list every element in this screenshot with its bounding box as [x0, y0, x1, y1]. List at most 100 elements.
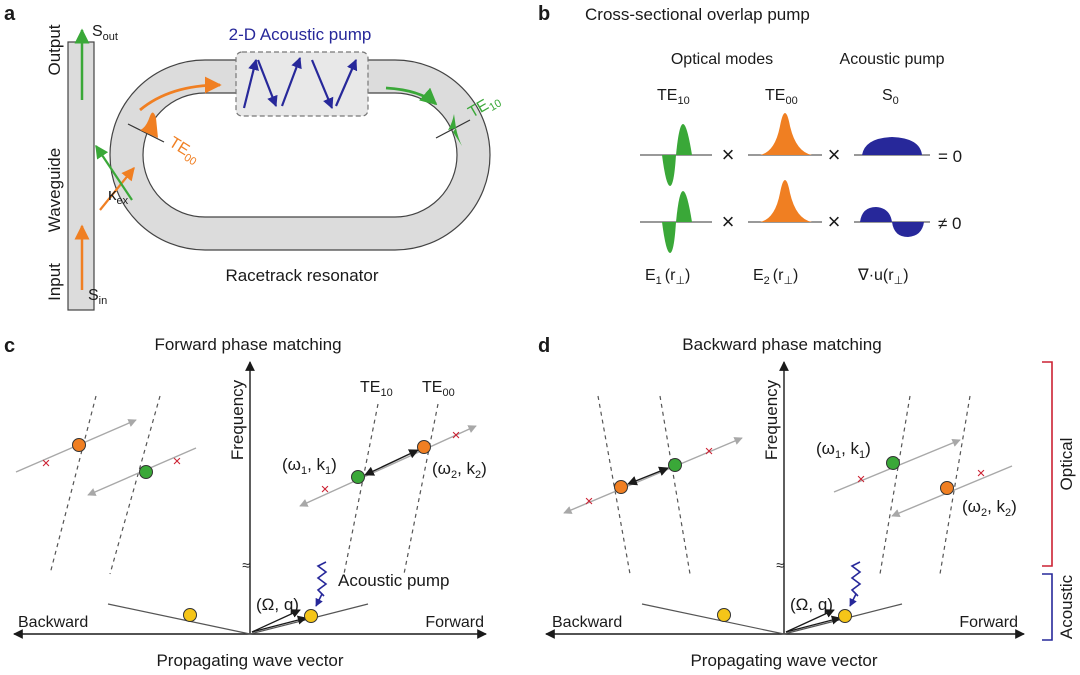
- panel-d-label: d: [538, 335, 550, 357]
- te10-dispersion-label: TE10: [360, 379, 393, 399]
- overlap-row-1: × × = 0: [640, 113, 962, 186]
- racetrack-resonator: [109, 59, 491, 251]
- orange-mode-point: [940, 481, 954, 495]
- acoustic-zigzag-arrows: [242, 56, 358, 110]
- green-mode-point: [139, 465, 153, 479]
- omega-q-label: (Ω, q): [256, 595, 299, 614]
- cross-mark: ×: [857, 471, 866, 488]
- acoustic-pump-header: Acoustic pump: [840, 51, 945, 68]
- panel-a-label: a: [4, 3, 16, 25]
- green-mode-point: [886, 456, 900, 470]
- wavevector-arrow: [251, 615, 307, 633]
- pump-squiggle-arrow: [849, 593, 857, 607]
- col-s0-label: S0: [882, 87, 899, 107]
- times-sign: ×: [722, 209, 735, 234]
- neq-zero: ≠ 0: [938, 214, 962, 233]
- eq-zero: = 0: [938, 147, 962, 166]
- forward-label: Forward: [959, 614, 1018, 631]
- times-sign: ×: [828, 209, 841, 234]
- panel-c: c Forward phase matching ≈ Frequency Bac…: [4, 335, 487, 670]
- backward-label: Backward: [552, 614, 622, 631]
- acoustic-point-left: [183, 608, 197, 622]
- cross-mark: ×: [42, 455, 51, 472]
- te10-pulse: [435, 114, 471, 146]
- optical-modes-header: Optical modes: [671, 51, 773, 68]
- panel-c-title: Forward phase matching: [154, 335, 341, 354]
- s-out-label: Sout: [92, 23, 118, 43]
- acoustic-bracket: [1042, 573, 1053, 641]
- te00-profile-1: [760, 113, 812, 155]
- pump-squiggle: [850, 561, 862, 597]
- acoustic-pump-label: Acoustic pump: [338, 571, 450, 590]
- forward-label: Forward: [425, 614, 484, 631]
- acoustic-point-left: [717, 608, 731, 622]
- circulating-arrow-orange: [139, 76, 222, 112]
- w2k2-label: (ω2, k2): [962, 497, 1017, 519]
- cross-mark: ×: [977, 465, 986, 482]
- te00-dispersion-label: TE00: [422, 379, 455, 399]
- acoustic-point-right: [304, 609, 318, 623]
- orange-mode-point: [614, 480, 628, 494]
- te10-profile-2: [662, 222, 676, 253]
- axis-break: ≈: [242, 557, 250, 573]
- s0-profile-sym: [862, 137, 922, 155]
- green-mode-point: [668, 458, 682, 472]
- te00-profile-2: [760, 180, 812, 222]
- optical-bracket: [1042, 361, 1053, 567]
- col-te00-label: TE00: [765, 87, 798, 107]
- dispersion-line: [879, 395, 911, 575]
- w2k2-label: (ω2, k2): [432, 459, 487, 481]
- overlap-row-2: × × ≠ 0: [640, 180, 962, 253]
- circulating-arrow-green: [385, 86, 438, 106]
- frequency-label: Frequency: [228, 379, 247, 460]
- times-sign: ×: [722, 142, 735, 167]
- w1k1-label: (ω1, k1): [282, 455, 337, 477]
- pump-title: 2-D Acoustic pump: [229, 25, 372, 44]
- transition-arrow: [364, 449, 419, 476]
- cross-mark: ×: [585, 493, 594, 510]
- cross-mark: ×: [321, 481, 330, 498]
- panel-c-label: c: [4, 335, 15, 357]
- coupling-in-arrow: [99, 166, 135, 211]
- pump-squiggle-arrow: [315, 593, 323, 607]
- green-mode-point: [351, 470, 365, 484]
- panel-a: a 2-D Acoustic pump: [4, 3, 504, 311]
- s-in-label: Sin: [88, 287, 107, 307]
- dispersion-line: [109, 395, 161, 575]
- kappa-ex-label: κex: [108, 185, 129, 207]
- orange-mode-point: [72, 438, 86, 452]
- te00-label: TE00: [164, 134, 202, 168]
- acoustic-dispersion-left: [107, 603, 251, 635]
- panel-b: b Cross-sectional overlap pump Optical m…: [538, 3, 962, 287]
- dispersion-line: [659, 395, 691, 575]
- te00-pulse: [127, 112, 165, 143]
- acoustic-dispersion-left: [641, 603, 785, 635]
- wavevector-arrow: [785, 615, 841, 633]
- transition-arrow: [627, 466, 669, 486]
- input-label: Input: [45, 263, 64, 301]
- dispersion-line: [939, 395, 971, 575]
- wavevector-arrow-2: [251, 609, 301, 633]
- times-sign: ×: [828, 142, 841, 167]
- divu-label: ∇·u(r⊥): [857, 267, 909, 287]
- s0-profile-antisym: [860, 207, 892, 222]
- dispersion-line: [343, 403, 379, 575]
- output-label: Output: [45, 24, 64, 75]
- panel-d-title: Backward phase matching: [682, 335, 881, 354]
- w1k1-label: (ω1, k1): [816, 439, 871, 461]
- panel-d: d Backward phase matching ≈ Frequency Ba…: [538, 335, 1076, 670]
- e2-label: E2(r⊥): [753, 267, 798, 287]
- acoustic-point-right: [838, 609, 852, 623]
- waveguide-label: Waveguide: [45, 148, 64, 232]
- cross-mark: ×: [452, 427, 461, 444]
- frequency-label: Frequency: [762, 379, 781, 460]
- panel-b-label: b: [538, 3, 550, 25]
- cross-mark: ×: [705, 443, 714, 460]
- x-axis-label: Propagating wave vector: [690, 651, 877, 670]
- x-axis-label: Propagating wave vector: [156, 651, 343, 670]
- dispersion-line: [403, 403, 439, 575]
- axis-break: ≈: [776, 557, 784, 573]
- optical-label: Optical: [1057, 438, 1076, 491]
- acoustic-label: Acoustic: [1057, 574, 1076, 639]
- omega-q-label: (Ω, q): [790, 595, 833, 614]
